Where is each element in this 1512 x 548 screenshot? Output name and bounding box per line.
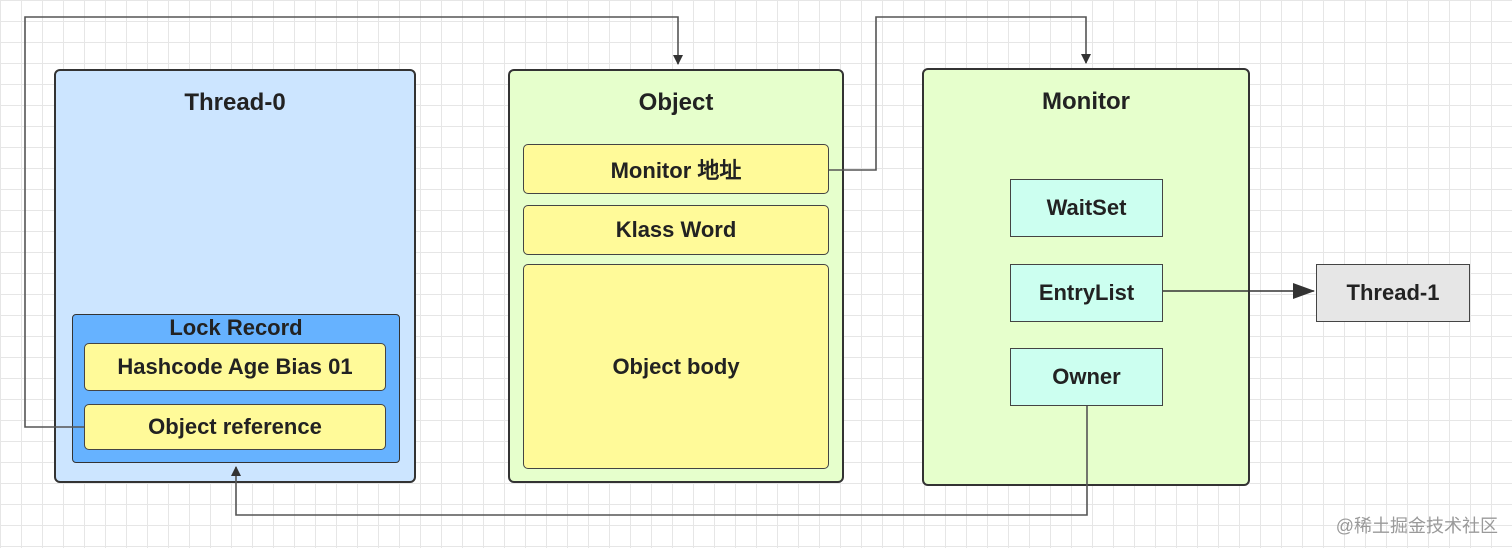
owner-field: Owner	[1010, 348, 1163, 406]
object-body-field: Object body	[523, 264, 829, 469]
watermark-text: @稀土掘金技术社区	[1335, 516, 1498, 536]
monitor-title: Monitor	[1042, 88, 1130, 115]
lock-record-title: Lock Record	[169, 315, 303, 340]
wait-set-field: WaitSet	[1010, 179, 1163, 237]
klass-word-field: Klass Word	[523, 205, 829, 255]
thread-1-box: Thread-1	[1316, 264, 1470, 322]
hashcode-age-bias-field: Hashcode Age Bias 01	[84, 343, 386, 391]
object-title: Object	[638, 89, 714, 116]
entry-list-field: EntryList	[1010, 264, 1163, 322]
thread-0-title: Thread-0	[184, 89, 286, 116]
object-reference-field: Object reference	[84, 404, 386, 450]
monitor-address-field: Monitor 地址	[523, 144, 829, 194]
